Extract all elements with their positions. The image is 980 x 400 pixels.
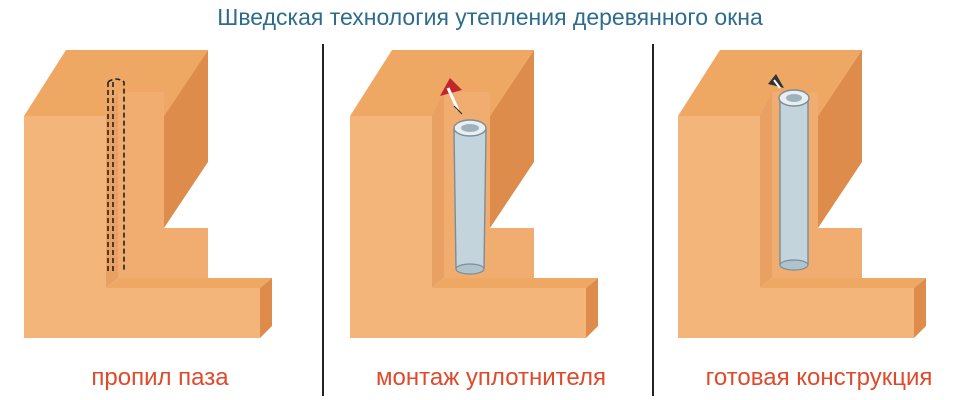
divider [652, 44, 654, 396]
wood-front-face [24, 116, 106, 338]
step-groove-cut-illustration [10, 38, 320, 356]
caption-groove-cut: пропил паза [91, 364, 229, 391]
seal-tip-icon [768, 74, 784, 89]
wood-inner-wall [106, 92, 118, 288]
wood-lower-side [914, 278, 926, 338]
seal-tube [778, 89, 810, 271]
wood-front-face [350, 116, 432, 338]
wood-inner-wall [760, 92, 772, 288]
wood-inner-back [118, 92, 208, 278]
wood-front-face [678, 116, 760, 338]
wood-inner-wall [432, 92, 444, 288]
wood-lower-front [106, 288, 260, 338]
step-seal-install-illustration [336, 38, 646, 356]
wood-lower-side [586, 278, 598, 338]
wood-right-face [164, 50, 208, 228]
caption-finished: готовая конструкция [705, 364, 933, 391]
wood-lower-front [760, 288, 914, 338]
wood-profile [24, 50, 272, 338]
wood-lower-front [432, 288, 586, 338]
wood-profile [350, 50, 598, 338]
insertion-arrow-icon [440, 78, 463, 115]
wood-step-top [432, 278, 598, 288]
diagram-title: Шведская технология утепления деревянног… [217, 4, 763, 30]
wood-lower-side [260, 278, 272, 338]
divider [322, 44, 324, 396]
caption-seal-install: монтаж уплотнителя [376, 364, 606, 391]
wood-step-top [106, 278, 272, 288]
seal-tube [453, 119, 487, 275]
groove-outline [107, 78, 125, 274]
wood-step-top [760, 278, 926, 288]
wood-right-face [818, 50, 862, 228]
step-finished-illustration [664, 38, 974, 356]
wood-right-face [490, 50, 534, 228]
